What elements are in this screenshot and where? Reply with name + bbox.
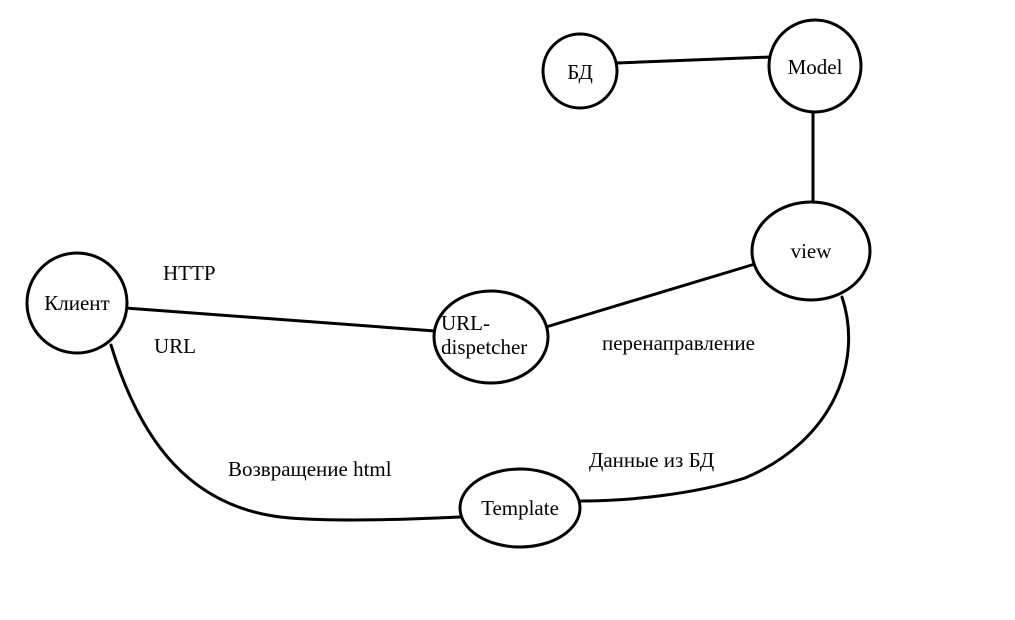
edge-dispatcher-view <box>544 262 757 329</box>
edge-db-model <box>615 55 772 65</box>
edge-view-template <box>579 295 851 503</box>
url-dispatcher-node-label-line2: dispetcher <box>441 335 527 359</box>
model-node <box>767 18 863 114</box>
url-dispatcher-node-label-line1: URL- <box>441 311 490 335</box>
db-node <box>541 32 619 110</box>
edge-client-dispatcher <box>124 306 437 333</box>
template-node <box>458 467 582 549</box>
edge-label-url: URL <box>154 334 196 358</box>
edge-label-http: HTTP <box>163 261 216 285</box>
edge-label-data-from-db: Данные из БД <box>589 448 714 472</box>
edge-client-template <box>109 343 462 522</box>
edge-label-redirect: перенаправление <box>602 331 755 355</box>
client-node <box>25 251 129 355</box>
url-dispatcher-node <box>432 289 550 385</box>
view-node <box>750 200 872 302</box>
db-node-label: БД <box>567 60 593 84</box>
edge-label-return-html: Возвращение html <box>228 457 392 481</box>
model-node-label: Model <box>788 55 843 79</box>
view-node-label: view <box>791 239 833 263</box>
template-node-label: Template <box>481 496 559 520</box>
client-node-label: Клиент <box>44 291 109 315</box>
